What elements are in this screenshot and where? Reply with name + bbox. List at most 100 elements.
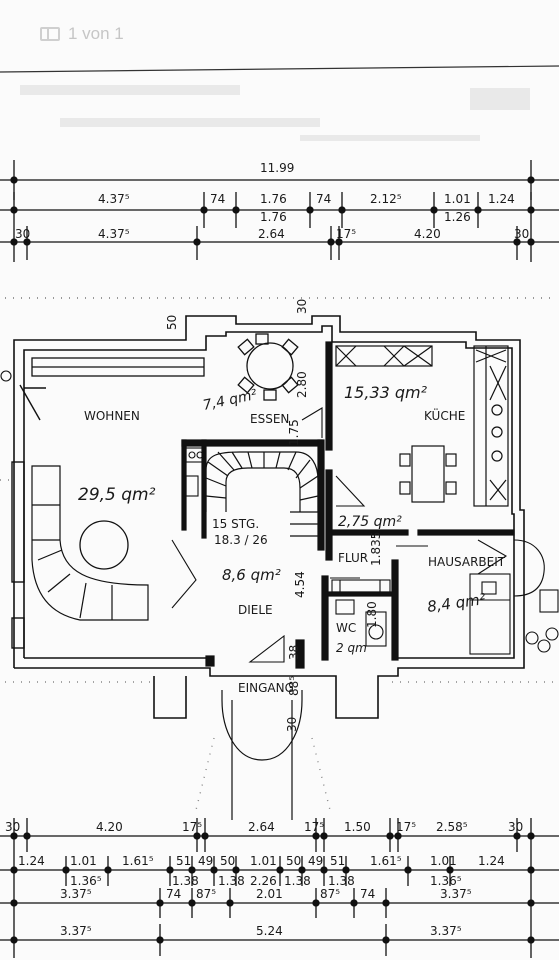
svg-text:1.76: 1.76: [260, 192, 287, 206]
doors: [171, 407, 545, 663]
staircase: [205, 451, 320, 537]
page-indicator-text: 1 von 1: [68, 24, 124, 43]
svg-text:1.01: 1.01: [430, 854, 457, 868]
svg-text:87⁵: 87⁵: [196, 887, 216, 901]
svg-text:1.61⁵: 1.61⁵: [122, 854, 154, 868]
svg-text:1.38: 1.38: [328, 874, 355, 888]
area-kueche: 15,33 qm²: [344, 383, 428, 402]
svg-text:2.64: 2.64: [248, 820, 275, 834]
svg-text:87⁵: 87⁵: [320, 887, 340, 901]
svg-text:1.76: 1.76: [260, 210, 287, 224]
svg-text:74: 74: [166, 887, 181, 901]
svg-text:1.38: 1.38: [172, 874, 199, 888]
svg-text:1.38: 1.38: [284, 874, 311, 888]
svg-text:1.26: 1.26: [444, 210, 471, 224]
svg-text:1.38: 1.38: [218, 874, 245, 888]
svg-text:30: 30: [5, 820, 20, 834]
svg-text:49: 49: [308, 854, 323, 868]
svg-text:2.58⁵: 2.58⁵: [436, 820, 468, 834]
room-eingang: EINGANG: [238, 681, 294, 695]
area-diele: 8,6 qm²: [222, 566, 281, 584]
bottom-dimension-chain: [0, 818, 559, 958]
handwritten-areas: 29,5 qm² 7,4 qm² 15,33 qm² 8,6 qm² 2,75 …: [78, 383, 487, 655]
area-hausarbeit: 8,4 qm²: [426, 590, 487, 616]
room-diele: DIELE: [238, 603, 273, 617]
exterior-details: [0, 370, 559, 653]
svg-text:1.01: 1.01: [70, 854, 97, 868]
svg-text:1.24: 1.24: [478, 854, 505, 868]
svg-text:4.54: 4.54: [293, 571, 307, 598]
svg-text:1.36⁵: 1.36⁵: [430, 874, 462, 888]
wohnen-side-wall: [11, 384, 46, 649]
svg-text:50: 50: [220, 854, 235, 868]
room-essen: ESSEN: [250, 412, 289, 426]
svg-text:50: 50: [286, 854, 301, 868]
svg-text:17⁵: 17⁵: [182, 820, 202, 834]
svg-text:1.24: 1.24: [488, 192, 515, 206]
room-wc: WC: [336, 621, 356, 635]
svg-text:30: 30: [514, 227, 529, 241]
svg-text:74: 74: [210, 192, 225, 206]
outer-walls: [13, 315, 525, 719]
entrance-canopy: [221, 690, 303, 820]
svg-text:2.80: 2.80: [295, 371, 309, 398]
svg-text:50: 50: [165, 315, 179, 330]
svg-text:2.12⁵: 2.12⁵: [370, 192, 402, 206]
svg-text:51: 51: [330, 854, 345, 868]
svg-text:88⁵: 88⁵: [287, 676, 301, 696]
hausarbeit-fixtures: [469, 573, 511, 655]
page-icon: [40, 27, 60, 41]
bottom-dimension-labels: 30 4.20 17⁵ 2.64 17⁵ 1.50 17⁵ 2.58⁵ 30 1…: [5, 820, 523, 938]
top-dimension-labels: 11.99 4.37⁵ 74 1.76 74 2.12⁵ 1.01 1.24 1…: [15, 161, 529, 241]
svg-text:2.26: 2.26: [250, 874, 277, 888]
area-wc: 2 qm: [336, 641, 367, 655]
dining-table: [237, 333, 299, 401]
stove-fireplace: [185, 447, 205, 497]
svg-text:1.24: 1.24: [18, 854, 45, 868]
top-dimension-chain: [0, 160, 559, 262]
svg-text:1.01: 1.01: [444, 192, 471, 206]
svg-text:51: 51: [176, 854, 191, 868]
svg-text:49: 49: [198, 854, 213, 868]
room-kueche: KÜCHE: [424, 407, 465, 423]
svg-text:30: 30: [285, 717, 299, 732]
sofa: [31, 465, 149, 621]
svg-text:4.20: 4.20: [96, 820, 123, 834]
window-wohnen: [31, 357, 205, 377]
svg-text:1.50: 1.50: [344, 820, 371, 834]
area-wohnen: 29,5 qm²: [78, 485, 156, 505]
svg-text:4.37⁵: 4.37⁵: [98, 227, 130, 241]
coffee-table: [79, 520, 129, 570]
area-flur: 2,75 qm²: [338, 514, 402, 530]
svg-text:5.24: 5.24: [256, 924, 283, 938]
interior-walls: [181, 341, 515, 669]
kitchen-table: [399, 445, 457, 503]
svg-text:1.01: 1.01: [250, 854, 277, 868]
area-essen: 7,4 qm²: [202, 387, 259, 414]
site-dotted-lines: [0, 479, 555, 811]
svg-text:30: 30: [508, 820, 523, 834]
svg-text:74: 74: [360, 887, 375, 901]
page-indicator: 1 von 1: [40, 24, 124, 44]
svg-text:38: 38: [287, 645, 301, 660]
dim-total: 11.99: [260, 161, 294, 175]
svg-text:3.37⁵: 3.37⁵: [440, 887, 472, 901]
svg-text:17⁵: 17⁵: [396, 820, 416, 834]
stairs-count: 15 STG.: [212, 517, 259, 531]
stairs-ratio: 18.3 / 26: [214, 533, 268, 547]
svg-text:1.36⁵: 1.36⁵: [70, 874, 102, 888]
room-labels: WOHNEN ESSEN KÜCHE DIELE FLUR HAUSARBEIT…: [84, 407, 506, 695]
wall-dimension-labels: 50 30 2.80 1.75 1.835 4.54 1.80 38 88⁵ 3…: [165, 299, 383, 732]
sheet-edge-line: [0, 65, 559, 73]
room-wohnen: WOHNEN: [84, 409, 140, 423]
svg-text:1.75: 1.75: [287, 419, 301, 446]
svg-text:74: 74: [316, 192, 331, 206]
svg-text:2.64: 2.64: [258, 227, 285, 241]
svg-text:30: 30: [15, 227, 30, 241]
svg-text:3.37⁵: 3.37⁵: [60, 887, 92, 901]
room-hausarbeit: HAUSARBEIT: [428, 555, 506, 569]
svg-text:3.37⁵: 3.37⁵: [60, 924, 92, 938]
svg-text:4.20: 4.20: [414, 227, 441, 241]
svg-text:1.835: 1.835: [369, 532, 383, 566]
